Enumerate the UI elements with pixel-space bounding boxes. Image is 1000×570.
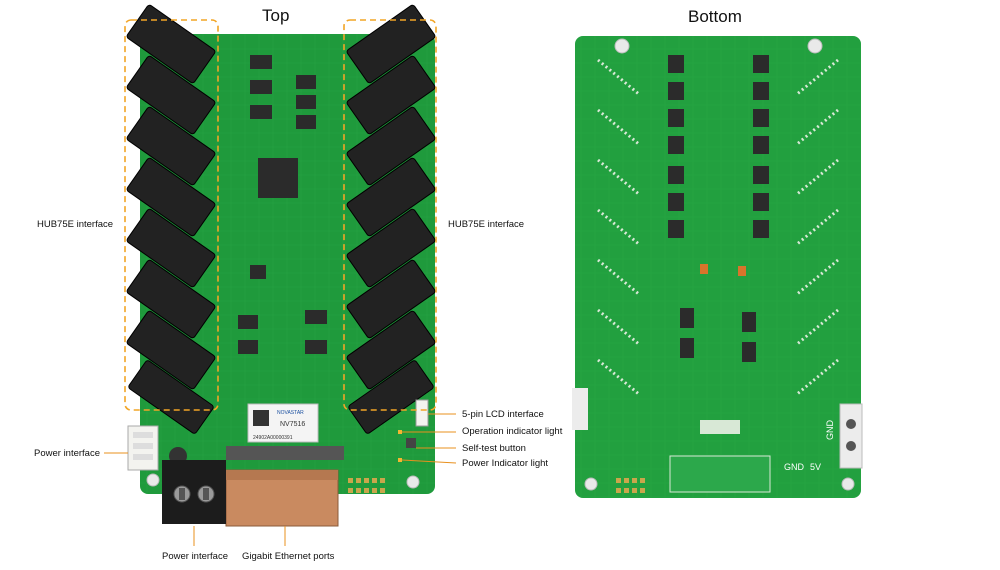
pin-header bbox=[348, 478, 385, 493]
label-operation-light: Operation indicator light bbox=[462, 426, 563, 437]
ethernet-pads bbox=[669, 455, 771, 493]
left-edge-connector bbox=[572, 388, 588, 430]
bottom-pin-header bbox=[616, 478, 645, 493]
silk-gnd-1: GND bbox=[784, 462, 805, 472]
self-test-button-part bbox=[406, 438, 416, 448]
gigabit-ethernet-ports bbox=[225, 446, 344, 527]
power-connector-white bbox=[127, 425, 159, 471]
power-led bbox=[398, 458, 402, 462]
bottom-title: Bottom bbox=[688, 7, 742, 26]
label-hub75e-right: HUB75E interface bbox=[448, 219, 525, 230]
top-board-chips bbox=[238, 55, 327, 354]
serial-text: 24902A00000391 bbox=[253, 435, 293, 441]
hub75e-connectors-right bbox=[346, 4, 436, 434]
lcd-connector bbox=[415, 399, 429, 427]
label-lcd-interface: 5-pin LCD interface bbox=[462, 409, 544, 420]
label-power-light: Power Indicator light bbox=[462, 458, 549, 469]
label-self-test: Self-test button bbox=[462, 443, 526, 454]
silk-gnd-2: GND bbox=[825, 420, 835, 441]
label-gigabit-ports: Gigabit Ethernet ports bbox=[242, 551, 335, 562]
top-title: Top bbox=[262, 6, 290, 25]
orange-component-2 bbox=[738, 266, 746, 276]
power-terminal-bottom bbox=[839, 403, 863, 469]
power-terminal-block bbox=[162, 460, 226, 524]
hub75e-connectors-left bbox=[126, 4, 216, 434]
orange-component-1 bbox=[700, 264, 708, 274]
pad-arrays bbox=[597, 58, 839, 397]
model-text: NV7516 bbox=[280, 421, 305, 428]
label-power-interface-bottom: Power interface bbox=[162, 551, 229, 562]
label-power-interface-left: Power interface bbox=[34, 448, 101, 459]
connector-pads bbox=[700, 420, 740, 434]
bottom-board-chips bbox=[668, 55, 769, 362]
bottom-board: GND 5V GND bbox=[572, 36, 863, 498]
model-sticker: NOVASTAR NV7516 24902A00000391 bbox=[247, 403, 319, 443]
leader-lines bbox=[104, 413, 457, 546]
label-hub75e-left: HUB75E interface bbox=[37, 219, 114, 230]
hub75e-highlight-left bbox=[124, 19, 219, 411]
hub75e-highlight-right bbox=[343, 19, 437, 411]
silk-5v: 5V bbox=[810, 462, 821, 472]
operation-led bbox=[398, 430, 402, 434]
top-board: NOVASTAR NV7516 24902A00000391 bbox=[104, 4, 457, 546]
brand-text: NOVASTAR bbox=[277, 410, 304, 416]
